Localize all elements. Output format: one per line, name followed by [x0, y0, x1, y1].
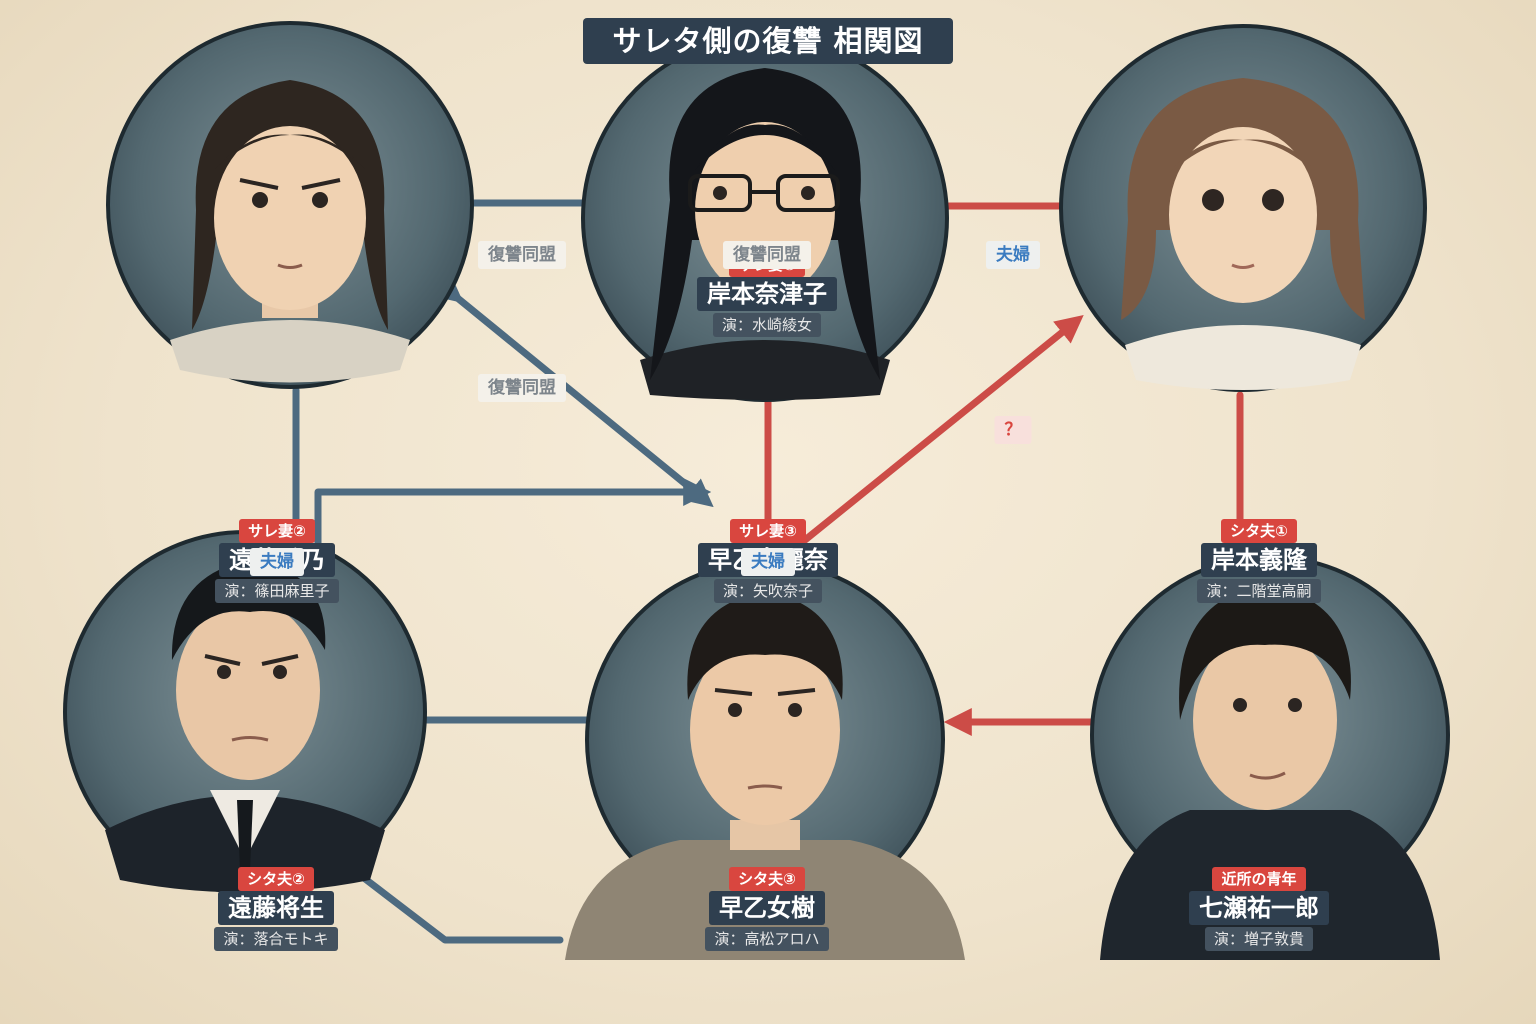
role-badge: シタ夫①	[1221, 519, 1297, 543]
character-name: 遠藤将生	[218, 891, 334, 925]
actor-name: 演：落合モトキ	[214, 927, 338, 951]
character-name: 岸本奈津子	[697, 277, 837, 311]
actor-name: 演：高松アロハ	[705, 927, 829, 951]
actor-name: 演：水崎綾女	[712, 313, 821, 337]
portrait-yuichiro	[1090, 555, 1450, 960]
actor-name: 演：増子敦貴	[1204, 927, 1313, 951]
relation-label-ally: 復讐同盟	[478, 241, 566, 269]
relation-label-couple: 夫婦	[250, 548, 304, 576]
relation-label-couple: 夫婦	[986, 241, 1040, 269]
role-badge: シタ夫③	[729, 867, 805, 891]
label-itsuki: シタ夫③ 早乙女樹 演：高松アロハ	[647, 867, 887, 951]
portrait-tono	[106, 21, 474, 389]
actor-name: 演：二階堂高嗣	[1197, 579, 1321, 603]
role-badge: シタ夫②	[238, 867, 314, 891]
character-name: 岸本義隆	[1201, 543, 1317, 577]
role-badge: サレ妻③	[730, 519, 806, 543]
page-title: サレタ側の復讐 相関図	[583, 18, 953, 64]
line-bottom-left	[356, 871, 564, 944]
relation-label-couple: 夫婦	[741, 548, 795, 576]
line-question	[801, 314, 1084, 544]
line-ally-diagonal	[433, 274, 714, 508]
relation-label-ally: 復讐同盟	[723, 241, 811, 269]
actor-name: 演：篠田麻里子	[215, 579, 339, 603]
portrait-natsuko	[581, 34, 949, 402]
label-yoshitaka: シタ夫① 岸本義隆 演：二階堂高嗣	[1139, 519, 1379, 603]
role-badge: 近所の青年	[1212, 867, 1306, 891]
character-name: 早乙女樹	[709, 891, 825, 925]
label-yuichiro: 近所の青年 七瀬祐一郎 演：増子敦貴	[1139, 867, 1379, 951]
character-name: 七瀬祐一郎	[1189, 891, 1329, 925]
label-masao: シタ夫② 遠藤将生 演：落合モトキ	[156, 867, 396, 951]
relation-label-unknown: ？	[994, 416, 1032, 444]
relation-label-ally: 復讐同盟	[478, 374, 566, 402]
role-badge: サレ妻②	[239, 519, 315, 543]
portrait-top-right	[1059, 24, 1427, 392]
line-ally-elbow	[314, 478, 712, 564]
actor-name: 演：矢吹奈子	[713, 579, 822, 603]
